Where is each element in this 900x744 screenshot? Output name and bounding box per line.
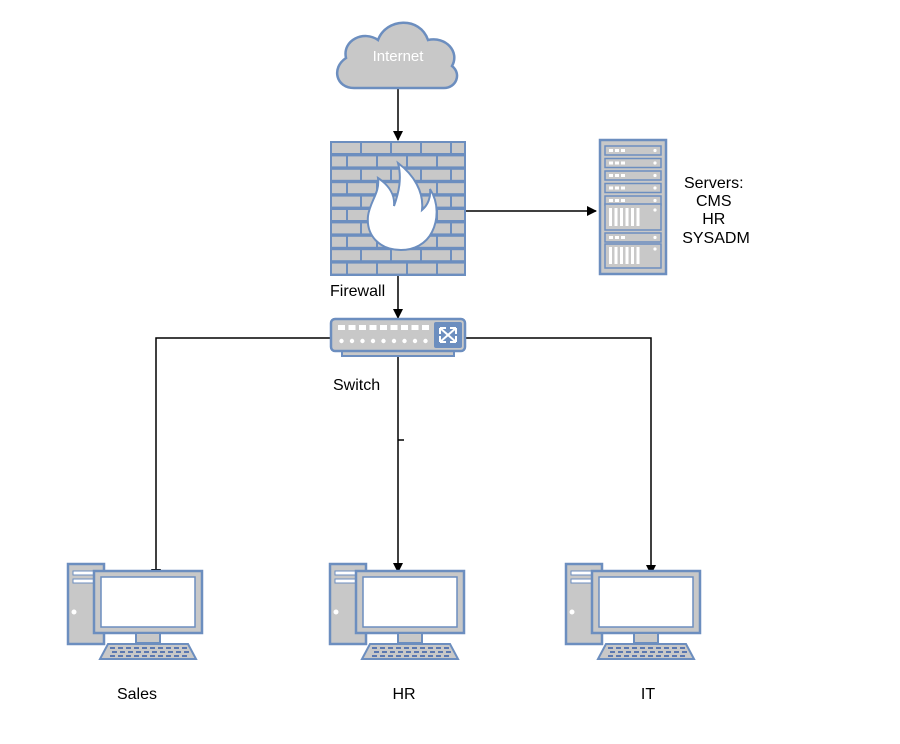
edges (151, 88, 656, 579)
flame-icon (366, 160, 438, 252)
firewall-node: Firewall (330, 141, 466, 300)
firewall-icon (330, 141, 466, 276)
servers-label-line: CMS (696, 193, 732, 210)
servers-label: Servers: CMS HR SYSADM (682, 175, 750, 247)
desktop-computer-icon (564, 562, 702, 660)
servers-label-line: HR (702, 211, 725, 228)
sales-label: Sales (117, 686, 157, 703)
workstation-sales: Sales (66, 562, 204, 703)
switch-label: Switch (333, 377, 380, 394)
network-switch-icon (329, 317, 467, 357)
internet-label: Internet (373, 48, 425, 65)
servers-label-line: Servers: (684, 175, 744, 192)
firewall-label: Firewall (330, 283, 385, 300)
internet-node: Internet (335, 21, 459, 90)
cloud-icon (335, 21, 459, 90)
switch-arrows-icon (439, 327, 457, 343)
server-rack-icon (598, 138, 668, 276)
desktop-computer-icon (328, 562, 466, 660)
switch-node: Switch (329, 317, 467, 394)
edge-switch-it (466, 337, 656, 575)
servers-label-line: SYSADM (682, 230, 750, 247)
desktop-computer-icon (66, 562, 204, 660)
edge-switch-sales (151, 337, 330, 579)
hr-label: HR (392, 686, 415, 703)
servers-node: Servers: CMS HR SYSADM (598, 138, 750, 276)
workstation-it: IT (564, 562, 702, 703)
workstation-hr: HR (328, 562, 466, 703)
it-label: IT (641, 686, 655, 703)
